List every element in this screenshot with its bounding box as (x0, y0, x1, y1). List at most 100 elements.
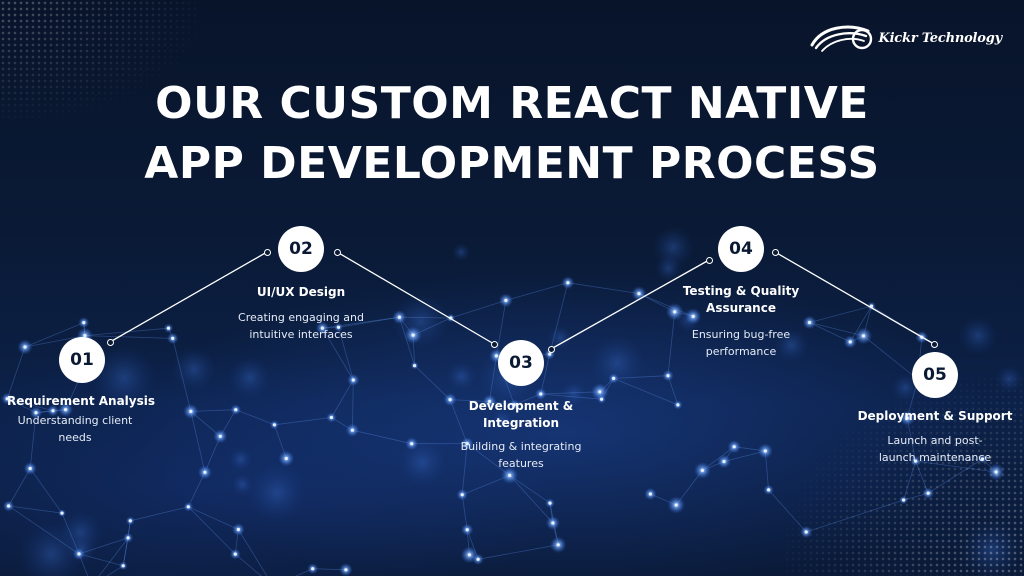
network-edge (638, 293, 694, 317)
network-node (448, 398, 452, 402)
swoosh-logo-icon (810, 25, 873, 52)
network-node (186, 505, 190, 509)
network-edge (809, 305, 872, 323)
network-node (351, 378, 355, 382)
bokeh-blur-circle (548, 325, 573, 350)
network-node (722, 459, 726, 464)
network-edge (809, 322, 864, 337)
title-line-1: OUR CUSTOM REACT NATIVE (155, 78, 869, 129)
network-edge (78, 537, 129, 555)
network-edge (8, 505, 80, 555)
bokeh-blur-circle (90, 345, 157, 411)
step-title: Development & Integration (468, 399, 574, 430)
page-title: OUR CUSTOM REACT NATIVE APP DEVELOPMENT … (0, 74, 1024, 194)
network-node (598, 390, 602, 394)
network-edge (903, 460, 916, 501)
network-node (234, 408, 238, 412)
network-edge (414, 365, 451, 400)
network-edge (122, 520, 131, 566)
bokeh-blur-circle (958, 316, 998, 356)
network-node (980, 457, 985, 461)
network-edge (188, 506, 239, 530)
bokeh-blur-circle (228, 356, 271, 399)
network-edge (130, 506, 189, 522)
connector-dot (771, 248, 779, 256)
network-node (504, 298, 508, 302)
network-node (203, 470, 207, 474)
network-node (5, 397, 9, 401)
network-node (28, 466, 32, 471)
bokeh-blur-circle (171, 346, 216, 392)
network-node (494, 354, 498, 358)
network-edge (274, 417, 332, 426)
network-node (666, 374, 670, 378)
connector-dot (705, 256, 713, 264)
step-title: Deployment & Support (857, 409, 1013, 423)
network-node (487, 399, 492, 404)
step-description: Launch and post-launch maintenance (878, 434, 992, 464)
title-line-2: APP DEVELOPMENT PROCESS (144, 138, 880, 189)
network-node (804, 530, 808, 534)
network-node (272, 423, 276, 427)
network-edge (235, 409, 275, 426)
bokeh-blur-circle (491, 408, 514, 431)
network-node (336, 325, 341, 329)
connector-dot (490, 340, 498, 348)
connector-dot (547, 345, 555, 353)
network-node (848, 340, 852, 344)
network-node (905, 416, 909, 420)
network-node (548, 352, 552, 356)
step-description: Building & integrating features (460, 440, 582, 470)
step-description: Creating engaging and intuitive interfac… (238, 311, 364, 341)
network-node (648, 492, 653, 496)
connector-dot (106, 338, 114, 346)
bokeh-blur-circle (228, 447, 253, 472)
brand-name: Kickr Technology (878, 30, 1002, 46)
bokeh-blur-circle (18, 521, 85, 576)
network-node (329, 415, 333, 420)
network-edge (613, 375, 669, 379)
step-number-badge: 03 (498, 340, 544, 386)
network-edge (768, 489, 807, 533)
network-edge (238, 529, 268, 576)
step-description: Understanding client needs (17, 414, 133, 444)
network-edge (667, 311, 676, 376)
brand-logo: Kickr Technology (808, 20, 1002, 56)
network-edge (540, 391, 600, 395)
network-node (467, 553, 471, 557)
network-node (128, 519, 132, 523)
network-node (350, 428, 354, 432)
halftone-pattern-top-left (0, 0, 200, 120)
network-node (539, 392, 543, 396)
step-2: UI/UX Design Creating engaging and intui… (226, 284, 376, 343)
network-edge (24, 322, 84, 348)
network-edge (509, 475, 554, 524)
network-edge (8, 505, 63, 514)
network-edge (450, 300, 507, 319)
network-edge (190, 411, 206, 473)
connector-dot (930, 340, 938, 348)
network-node (691, 314, 695, 318)
network-edge (172, 338, 192, 412)
network-node (34, 411, 38, 415)
step-title: Requirement Analysis (6, 394, 156, 408)
network-edge (84, 335, 173, 339)
network-edge (78, 553, 124, 567)
network-edge (567, 282, 640, 294)
network-edge (29, 468, 63, 514)
network-node (410, 442, 414, 446)
network-node (344, 568, 348, 572)
network-edge (29, 412, 37, 469)
connector-dot (263, 248, 271, 256)
step-number-badge: 04 (718, 226, 764, 272)
network-node (460, 493, 464, 497)
step-title: UI/UX Design (256, 285, 346, 299)
network-node (218, 434, 222, 438)
halftone-pattern-bottom-right (784, 376, 1024, 576)
network-node (397, 315, 401, 319)
network-edge (540, 393, 602, 400)
